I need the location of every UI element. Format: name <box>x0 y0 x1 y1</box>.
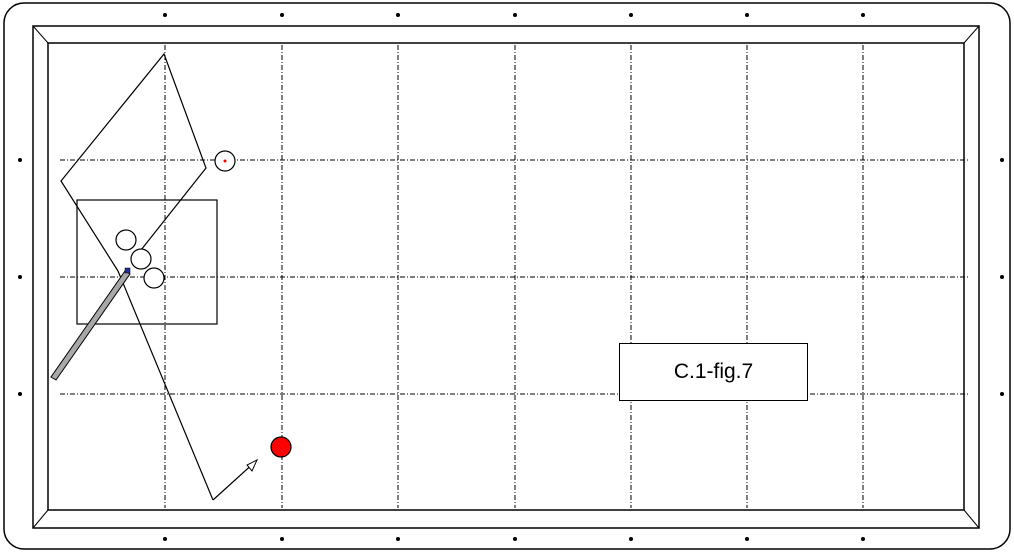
ball-icon <box>130 248 152 270</box>
diamond-marker-icon <box>163 537 167 541</box>
diamond-marker-icon <box>280 537 284 541</box>
ball-icon <box>115 229 137 251</box>
direction-arrow-icon <box>246 458 259 472</box>
diamond-marker-icon <box>513 537 517 541</box>
corner-bevel <box>963 509 980 529</box>
ball-icon <box>143 267 165 289</box>
diamond-marker-icon <box>861 13 865 17</box>
corner-bevel <box>963 25 980 44</box>
diamond-marker-icon <box>280 13 284 17</box>
diamond-marker-icon <box>396 537 400 541</box>
cushion-outer-border <box>32 25 980 529</box>
corner-bevel <box>32 25 49 44</box>
diamond-marker-icon <box>18 392 22 396</box>
spot-mark <box>746 217 748 219</box>
diamond-marker-icon <box>861 537 865 541</box>
diamond-marker-icon <box>745 13 749 17</box>
table-outer-frame <box>3 2 1011 550</box>
cue-stick-icon <box>50 267 131 381</box>
diamond-markers <box>18 13 1004 541</box>
corner-bevel <box>32 509 49 529</box>
figure-label: C.1-fig.7 <box>619 343 808 401</box>
cue-ball-path <box>60 52 207 272</box>
diamond-marker-icon <box>18 158 22 162</box>
position-zone-rectangle <box>76 199 218 325</box>
spot-ball-center <box>223 159 227 163</box>
diamond-marker-icon <box>1000 275 1004 279</box>
diamond-marker-icon <box>1000 158 1004 162</box>
ball-path-segment <box>117 270 214 501</box>
diamond-marker-icon <box>629 13 633 17</box>
ball-path-segment <box>212 461 256 501</box>
diamond-marker-icon <box>745 537 749 541</box>
grid-lines <box>60 45 968 508</box>
diamond-marker-icon <box>1000 392 1004 396</box>
diamond-marker-icon <box>629 537 633 541</box>
diamond-marker-icon <box>513 13 517 17</box>
object-ball-red <box>270 436 292 458</box>
diamond-marker-icon <box>396 13 400 17</box>
diamond-marker-icon <box>18 275 22 279</box>
diamond-marker-icon <box>163 13 167 17</box>
